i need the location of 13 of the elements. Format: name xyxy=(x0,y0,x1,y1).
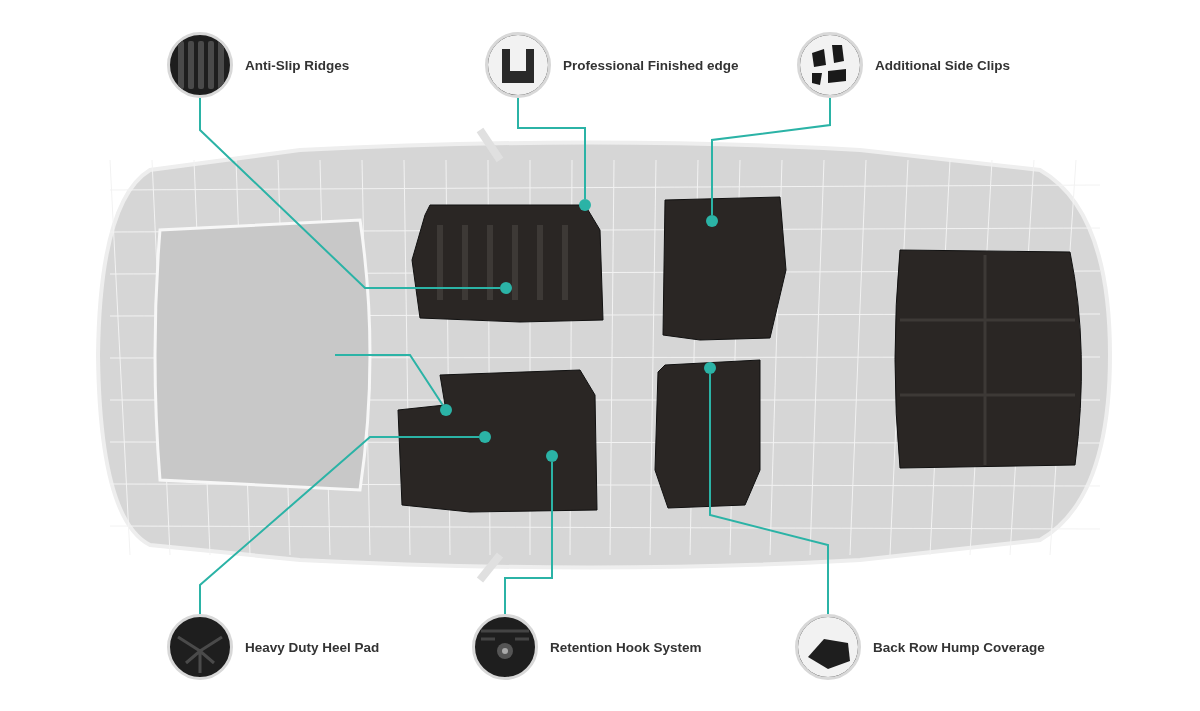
feature-label: Professional Finished edge xyxy=(563,57,739,73)
feature-label: Back Row Hump Coverage xyxy=(873,639,1045,655)
leader-line xyxy=(199,436,480,615)
feature-label: Retention Hook System xyxy=(550,639,702,655)
leader-line xyxy=(517,97,586,200)
leader-line xyxy=(334,354,444,406)
feature-label: Heavy Duty Heel Pad xyxy=(245,639,380,655)
leader-line xyxy=(199,97,501,289)
feature-label: Anti-Slip Ridges xyxy=(245,57,350,73)
leader-line xyxy=(709,373,829,615)
leader-line xyxy=(504,461,553,615)
leader-line xyxy=(711,97,831,216)
feature-label: Additional Side Clips xyxy=(875,57,1010,73)
